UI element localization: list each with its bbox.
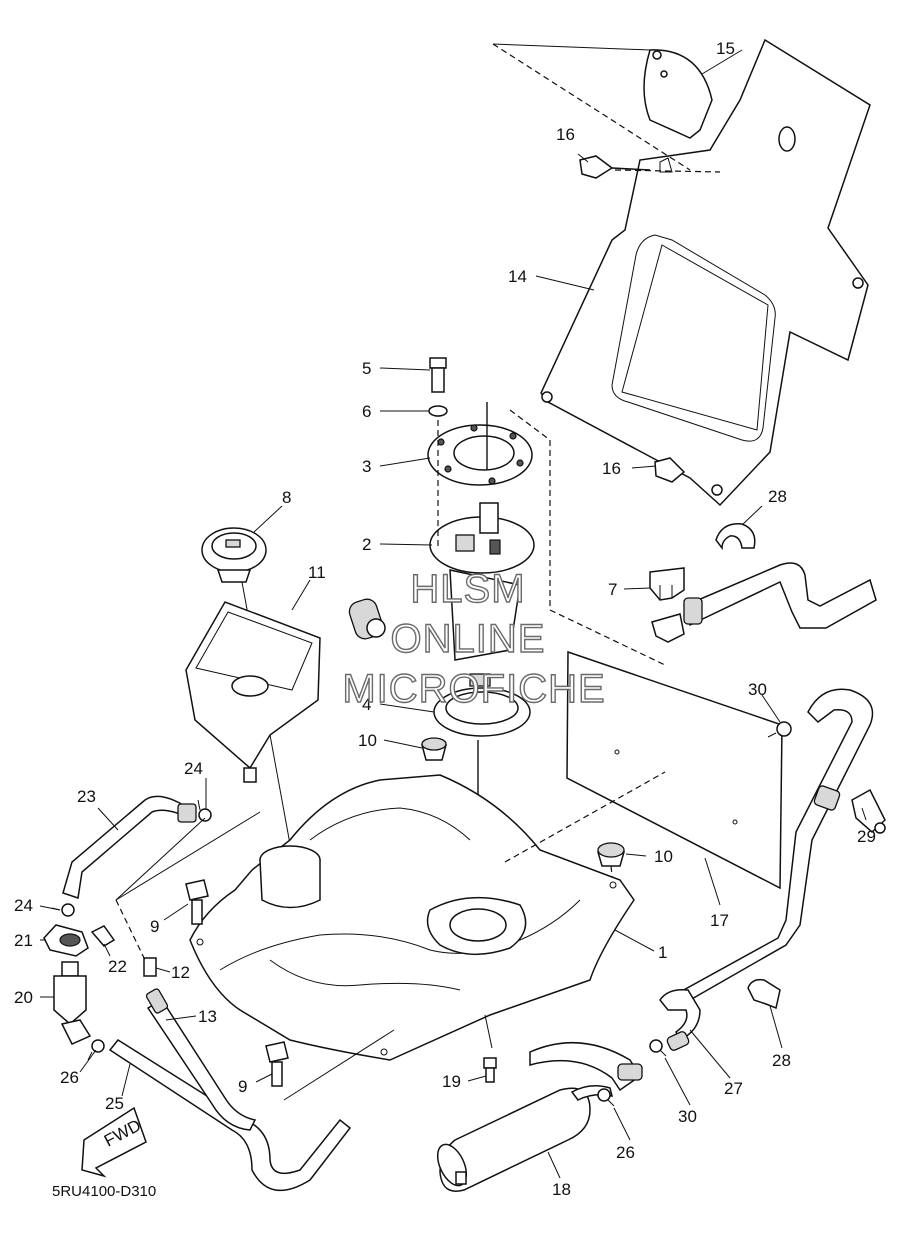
callout-20: 20 <box>14 988 33 1007</box>
callout-8: 8 <box>282 488 291 507</box>
part-22-screw[interactable] <box>90 925 116 947</box>
part-16-rivet-lower[interactable] <box>654 457 686 483</box>
part-28-clip-lower[interactable] <box>747 978 781 1010</box>
part-2-fuel-pump[interactable] <box>347 502 535 661</box>
part-10-grommet-right[interactable] <box>597 842 625 886</box>
callout-25: 25 <box>105 1094 124 1113</box>
callout-6: 6 <box>362 402 371 421</box>
part-9-bolt-upper[interactable] <box>185 879 209 925</box>
leader-lines <box>39 49 867 1179</box>
callout-17: 17 <box>710 911 729 930</box>
part-9-bolt-lower[interactable] <box>265 1041 289 1087</box>
watermark: HLSM ONLINE MICROFICHE <box>342 566 606 711</box>
callout-14: 14 <box>508 267 527 286</box>
part-21-bracket[interactable] <box>43 924 89 957</box>
part-7-clamp[interactable] <box>649 567 685 601</box>
callout-29: 29 <box>857 827 876 846</box>
callout-22: 22 <box>108 957 127 976</box>
part-14-heat-shield[interactable] <box>540 38 871 507</box>
callout-26-right: 26 <box>616 1143 635 1162</box>
part-11-filler-tray[interactable] <box>185 601 321 783</box>
callout-15: 15 <box>716 39 735 58</box>
part-13-hose[interactable] <box>145 988 257 1131</box>
callout-13: 13 <box>198 1007 217 1026</box>
part-5-bolt[interactable] <box>429 357 447 393</box>
part-23-hose[interactable] <box>62 795 197 899</box>
part-30-clip-upper[interactable] <box>767 721 792 738</box>
part-18-fuel-filter[interactable] <box>432 1085 614 1192</box>
part-8-fuel-cap[interactable] <box>201 527 267 583</box>
callout-3: 3 <box>362 457 371 476</box>
callout-30-lower: 30 <box>678 1107 697 1126</box>
part-1-fuel-tank[interactable] <box>189 774 635 1061</box>
callout-11: 11 <box>308 563 326 582</box>
callout-30-upper: 30 <box>748 680 767 699</box>
callout-9-upper: 9 <box>150 917 159 936</box>
callout-21: 21 <box>14 931 33 950</box>
part-24-clip-upper[interactable] <box>197 799 212 822</box>
drawing-code: 5RU4100-D310 <box>52 1183 156 1200</box>
watermark-line-3: MICROFICHE <box>342 667 605 711</box>
callout-5: 5 <box>362 359 371 378</box>
hose-right-return[interactable] <box>678 688 874 1001</box>
callout-4: 4 <box>362 695 371 714</box>
callout-27: 27 <box>724 1079 743 1098</box>
callout-1: 1 <box>658 943 667 962</box>
part-27-hose[interactable] <box>659 988 701 1052</box>
callout-16-lower: 16 <box>602 459 621 478</box>
callout-2: 2 <box>362 535 371 554</box>
callout-24-lower: 24 <box>14 896 33 915</box>
part-24-clip-lower[interactable] <box>51 903 75 917</box>
callout-28-upper: 28 <box>768 487 787 506</box>
callout-28-lower: 28 <box>772 1051 791 1070</box>
part-20-filter[interactable] <box>53 961 92 1045</box>
part-3-pump-retainer-plate[interactable] <box>427 424 533 486</box>
watermark-line-2: ONLINE <box>391 617 546 661</box>
hose-right-upper[interactable] <box>651 562 877 643</box>
watermark-line-1: HLSM <box>410 567 525 611</box>
part-10-grommet-center[interactable] <box>421 737 447 761</box>
callout-9-lower: 9 <box>238 1077 247 1096</box>
part-29-fitting[interactable] <box>851 788 886 834</box>
part-6-washer[interactable] <box>428 405 448 417</box>
callout-26-left: 26 <box>60 1068 79 1087</box>
part-15-heat-shield-plate[interactable] <box>643 49 713 173</box>
part-30-clip-lower[interactable] <box>649 1039 667 1057</box>
part-28-clip-upper[interactable] <box>715 523 756 551</box>
part-26-clip-left[interactable] <box>87 1039 105 1061</box>
callout-23: 23 <box>77 787 96 806</box>
part-12-fitting[interactable] <box>143 957 157 977</box>
part-26-clip-right[interactable] <box>597 1088 615 1107</box>
callout-12: 12 <box>171 963 190 982</box>
callout-19: 19 <box>442 1072 461 1091</box>
hose-filter-outlet[interactable] <box>529 1041 643 1092</box>
callout-7: 7 <box>608 580 617 599</box>
callout-24-upper: 24 <box>184 759 203 778</box>
part-17-pad[interactable] <box>566 650 783 890</box>
part-19-bolt[interactable] <box>483 1057 497 1083</box>
callout-18: 18 <box>552 1180 571 1199</box>
callout-labels: 15 16 14 5 6 3 2 16 28 7 8 11 4 10 30 10… <box>14 39 876 1199</box>
callout-10-right: 10 <box>654 847 673 866</box>
callout-10-center: 10 <box>358 731 377 750</box>
callout-16-upper: 16 <box>556 125 575 144</box>
fwd-arrow-icon: FWD <box>81 1106 147 1178</box>
